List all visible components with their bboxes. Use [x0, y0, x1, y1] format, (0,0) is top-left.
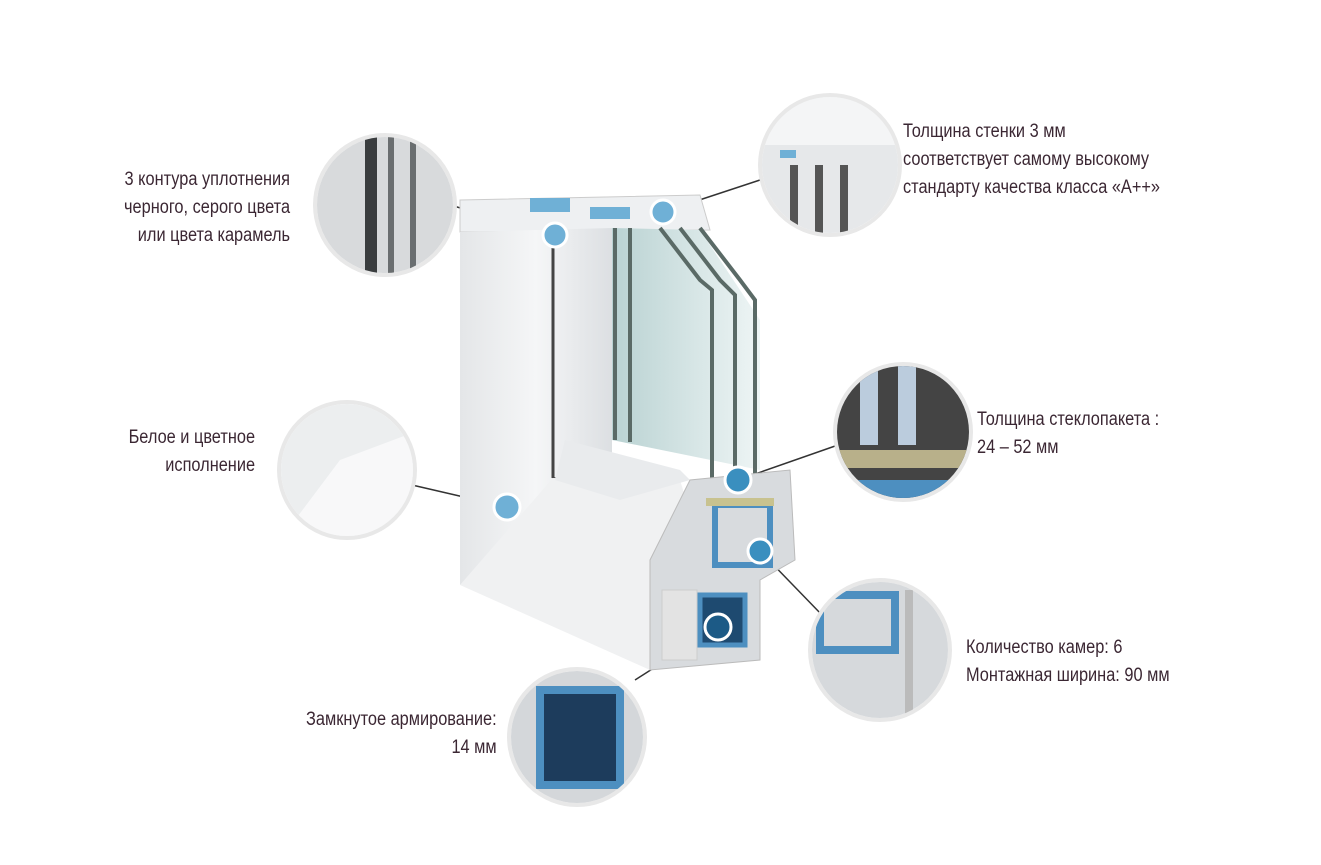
magnifier-glass [833, 362, 973, 502]
dot-chambers [746, 537, 774, 565]
callout-chambers: Количество камер: 6 Монтажная ширина: 90… [966, 637, 1170, 686]
dot-glass [723, 465, 753, 495]
magnifier-chambers [808, 578, 952, 722]
callout-wall: Толщина стенки 3 мм соответствует самому… [903, 121, 1161, 198]
callout-glass: Толщина стеклопакета : 24 – 52 мм [977, 409, 1160, 458]
magnifier-seals [313, 133, 457, 277]
magnifier-color [277, 400, 417, 540]
magnifier-wall [758, 93, 902, 237]
magnifier-reinforcement [507, 667, 647, 807]
callout-seals: 3 контура уплотнения черного, серого цве… [123, 169, 290, 246]
callout-reinforcement: Замкнутое армирование: 14 мм [306, 709, 497, 758]
dot-color [492, 492, 522, 522]
callout-color: Белое и цветное исполнение [128, 427, 255, 476]
dot-reinforcement [703, 612, 733, 642]
dot-seals [541, 221, 569, 249]
marker-dots [492, 198, 774, 642]
dot-wall [649, 198, 677, 226]
window-profile [459, 194, 796, 671]
